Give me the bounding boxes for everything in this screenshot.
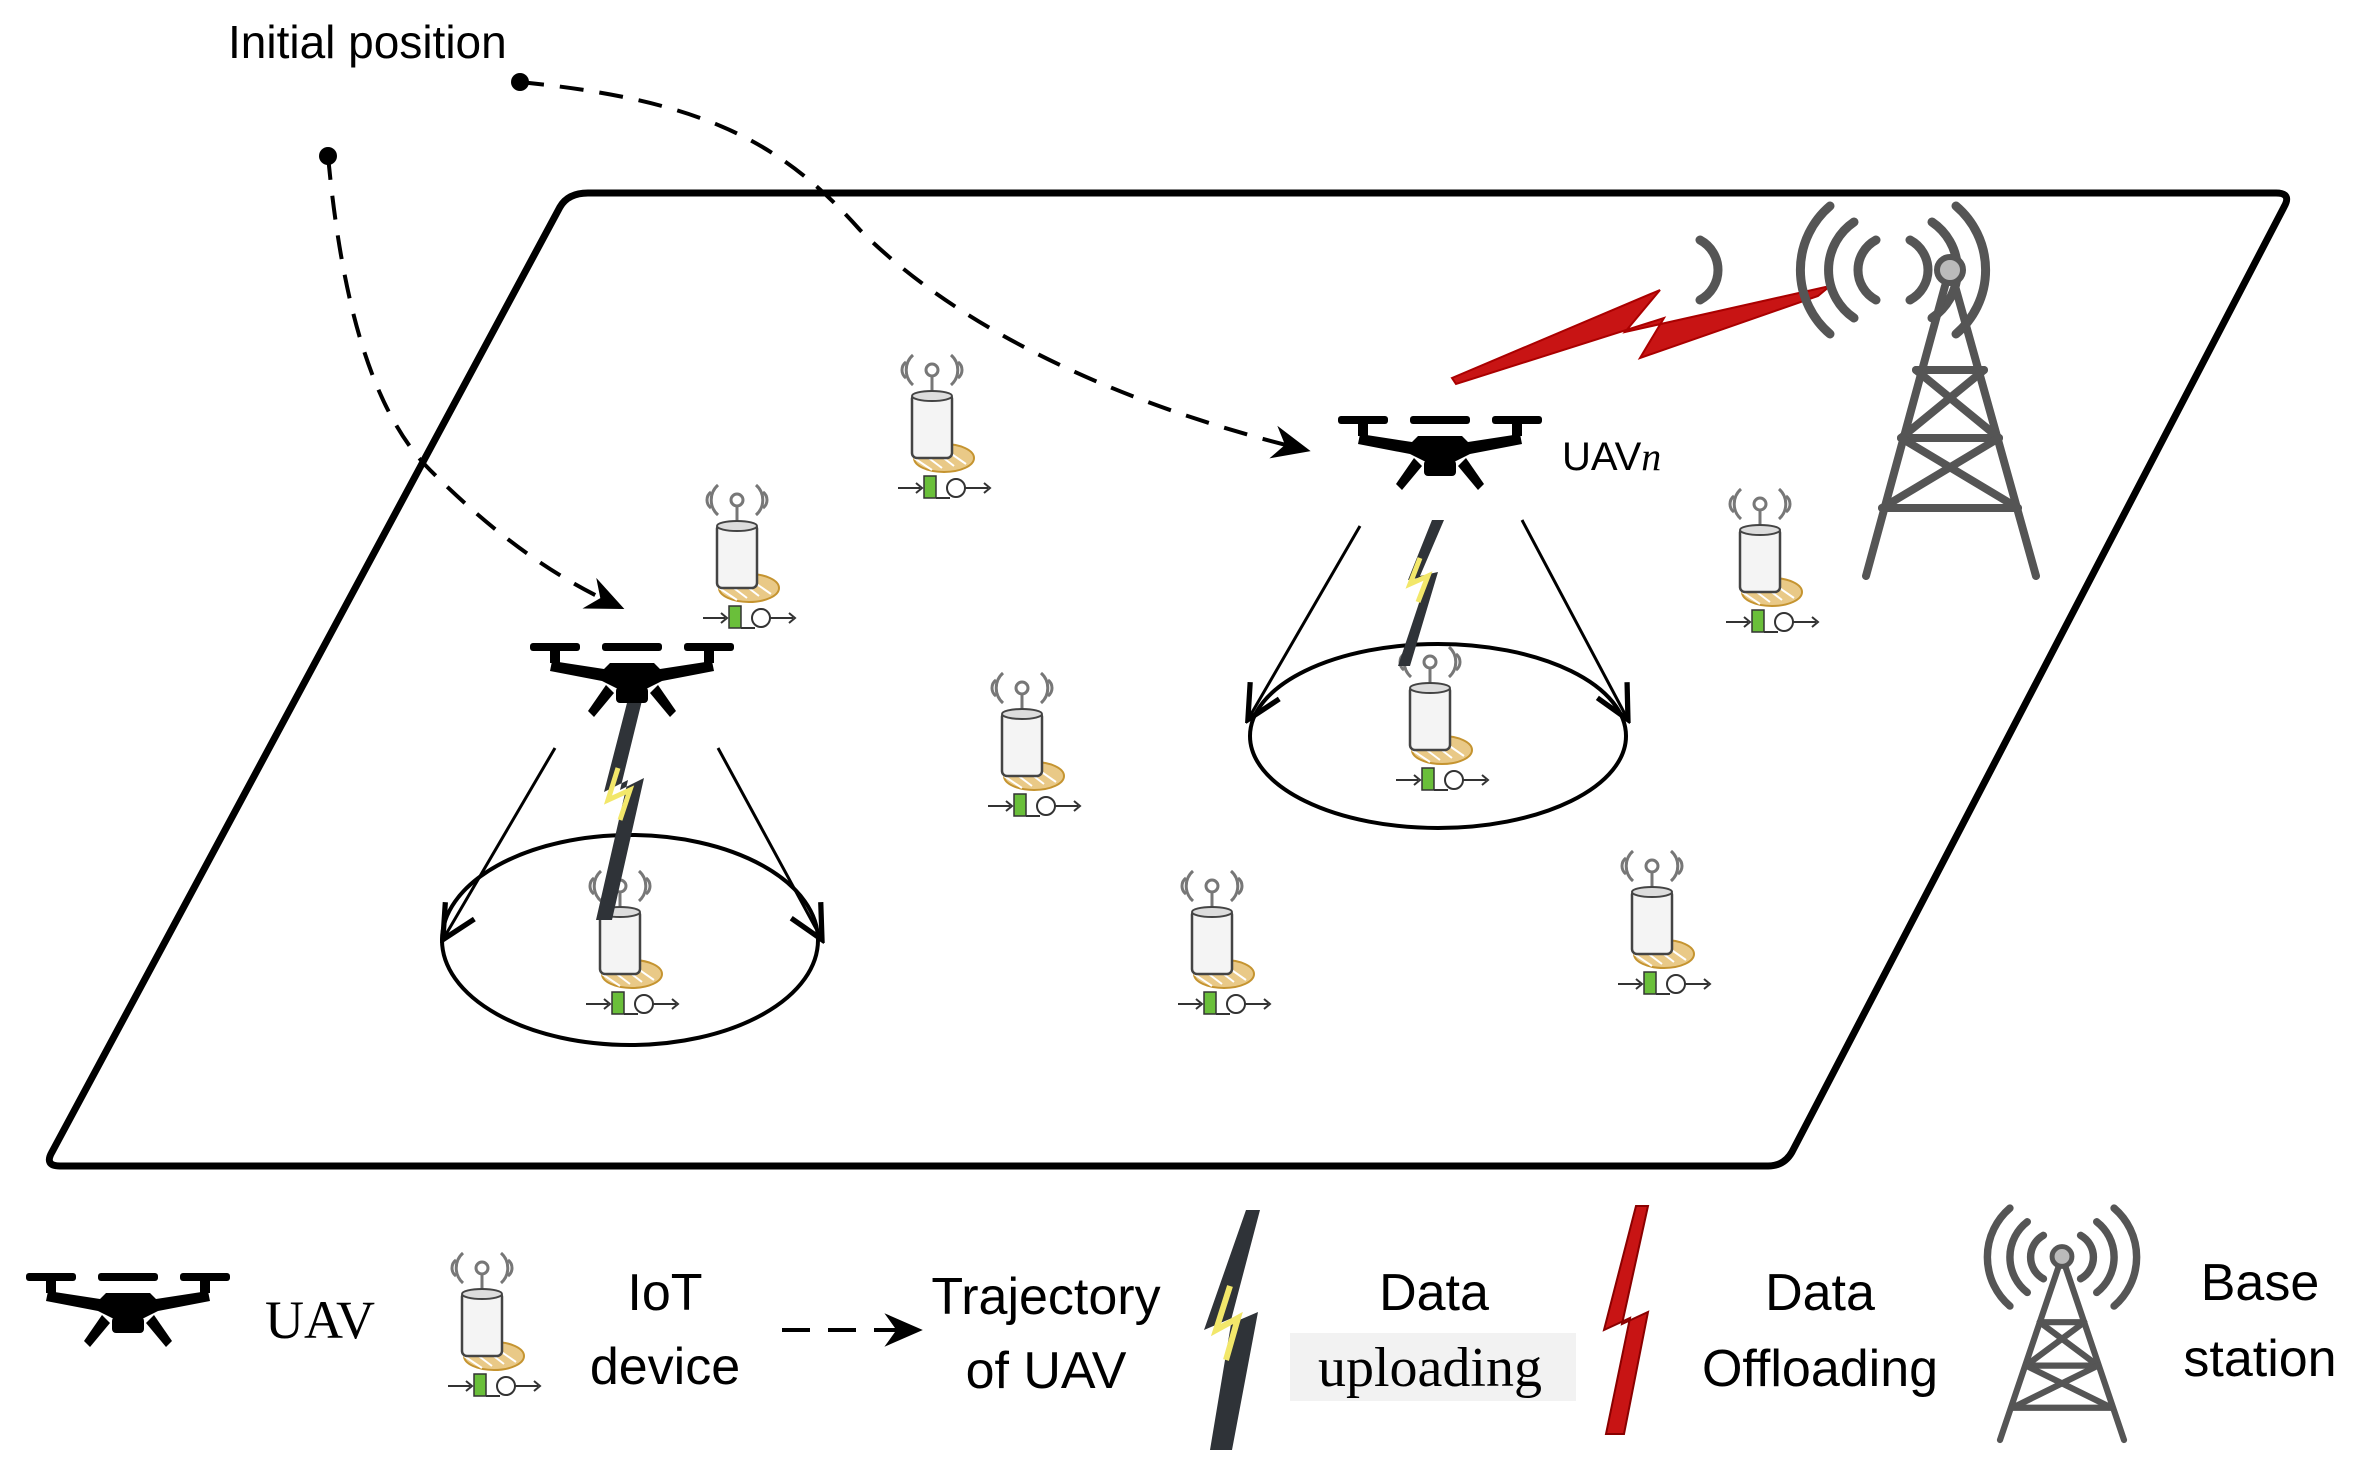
legend-uav-label: UAV xyxy=(265,1290,375,1350)
uavn-label: UAVn xyxy=(1562,434,1661,479)
legend-iot-icon xyxy=(446,1251,542,1398)
legend-base-station-label-1: Base xyxy=(2201,1254,2320,1312)
data-uploading-bolt xyxy=(596,668,650,920)
data-offloading-bolt xyxy=(1450,285,1831,386)
legend: UAV IoT device Trajectory of UAV Data up… xyxy=(26,1204,2337,1450)
legend-trajectory-label-2: of UAV xyxy=(966,1342,1127,1400)
legend-iot-label-1: IoT xyxy=(627,1264,702,1322)
initial-position-dot xyxy=(319,147,337,165)
initial-position-label: Initial position xyxy=(228,16,507,68)
legend-uav-icon xyxy=(26,1273,230,1347)
data-uploading-bolt xyxy=(1398,520,1444,666)
uav-trajectory-path xyxy=(326,155,625,609)
legend-iot-label-2: device xyxy=(590,1338,740,1396)
legend-offloading-label-2: Offloading xyxy=(1702,1340,1938,1398)
coverage-area xyxy=(1248,642,1628,830)
legend-base-station-icon xyxy=(1983,1204,2141,1444)
legend-base-station-label-2: station xyxy=(2183,1330,2336,1388)
legend-offloading-bolt-icon xyxy=(1602,1205,1650,1435)
base-station-tower xyxy=(1695,201,2040,580)
legend-trajectory-label-1: Trajectory xyxy=(931,1268,1160,1326)
ground-area xyxy=(45,189,2291,1170)
legend-uploading-label-1: Data xyxy=(1379,1264,1489,1322)
legend-uploading-label-2: uploading xyxy=(1318,1337,1542,1399)
legend-offloading-label-1: Data xyxy=(1765,1264,1875,1322)
initial-position-dot xyxy=(511,73,529,91)
